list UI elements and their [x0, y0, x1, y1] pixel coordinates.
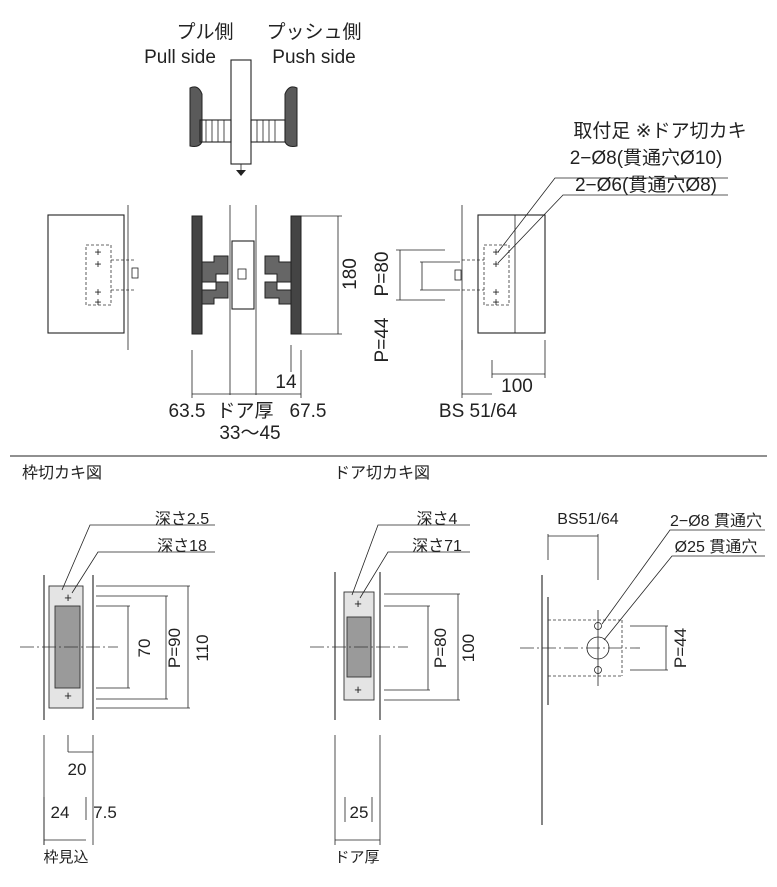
side-backset: BS51/64 [557, 511, 618, 528]
side-hole-25: Ø25 貫通穴 [675, 538, 758, 556]
svg-text:+: + [492, 295, 499, 309]
svg-text:+: + [64, 590, 72, 605]
side-hole-8: 2−Ø8 貫通穴 [670, 512, 762, 530]
svg-text:+: + [354, 596, 362, 611]
door-dim-25: 25 [350, 803, 369, 822]
frame-dim-7-5: 7.5 [93, 803, 117, 822]
dim-63-5: 63.5 [169, 401, 206, 422]
frame-dim-110: 110 [193, 634, 212, 661]
section-view [191, 205, 342, 398]
svg-text:+: + [94, 245, 101, 259]
svg-text:+: + [94, 285, 101, 299]
backset-label: BS 51/64 [439, 401, 518, 422]
frame-dim-24: 24 [51, 803, 70, 822]
door-cutout-title: ドア切カキ図 [334, 464, 430, 482]
frame-depth-label: 枠見込 [43, 849, 88, 866]
door-thickness-label: ドア厚 [216, 401, 273, 422]
frame-cutout-title: 枠切カキ図 [22, 464, 102, 482]
push-side-jp: プッシュ側 [266, 21, 361, 43]
door-cutout-drawing: + + [310, 524, 470, 845]
frame-dim-20: 20 [68, 760, 87, 779]
dim-p80-top: P=80 [372, 252, 393, 297]
dim-67-5: 67.5 [290, 401, 327, 422]
mount-hole-2: 2−Ø6(貫通穴Ø8) [575, 174, 717, 196]
side-dim-p44: P=44 [671, 628, 690, 668]
frame-dim-70: 70 [135, 639, 154, 658]
frame-cutout-drawing: + + [20, 524, 215, 845]
svg-text:+: + [64, 688, 72, 703]
pull-side-en: Pull side [144, 47, 216, 68]
door-thickness-bottom-label: ドア厚 [334, 849, 379, 866]
door-depth-71: 深さ71 [412, 537, 462, 555]
frame-depth-18: 深さ18 [157, 537, 207, 555]
pull-side-jp: プル側 [176, 21, 233, 43]
door-side-holes-drawing [520, 529, 765, 825]
door-dim-p80: P=80 [431, 628, 450, 668]
dim-14: 14 [275, 372, 297, 393]
push-side-en: Push side [272, 47, 355, 68]
svg-text:+: + [94, 257, 101, 271]
mount-hole-1: 2−Ø8(貫通穴Ø10) [570, 147, 723, 169]
frame-depth-2-5: 深さ2.5 [155, 510, 209, 528]
svg-text:+: + [492, 285, 499, 299]
door-thickness-range: 33〜45 [219, 423, 280, 444]
frame-dim-p90: P=90 [165, 628, 184, 668]
svg-text:+: + [354, 682, 362, 697]
svg-text:+: + [492, 257, 499, 271]
mount-title: 取付足 ※ドア切カキ [573, 120, 746, 142]
pull-side-elevation: + + + + [47, 205, 139, 350]
svg-text:+: + [94, 295, 101, 309]
svg-text:+: + [492, 245, 499, 259]
dim-p44-top: P=44 [372, 317, 393, 362]
push-side-elevation: + + + + [396, 177, 728, 398]
handle-top-view [189, 59, 298, 176]
dim-180: 180 [340, 258, 361, 290]
door-dim-100: 100 [459, 634, 478, 662]
door-depth-4: 深さ4 [417, 510, 458, 528]
dim-100-top: 100 [501, 376, 533, 397]
